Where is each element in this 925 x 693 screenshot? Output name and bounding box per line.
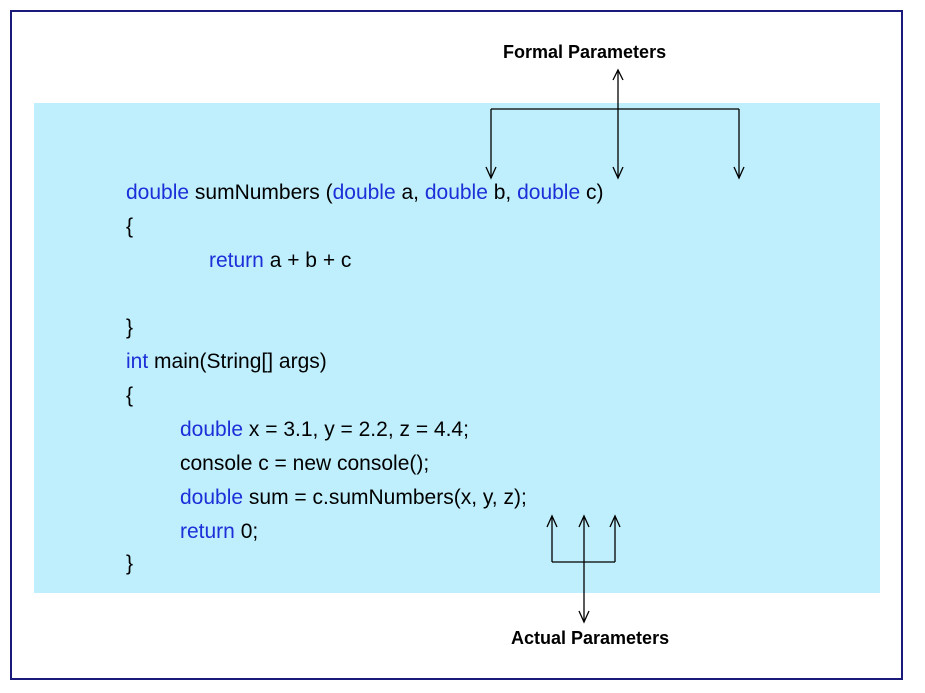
formal-arrowhead-c [733,166,745,180]
code-line-return-sum: return a + b + c [209,249,351,273]
actual-arrowhead-z [609,514,621,528]
code-line-method-call: double sum = c.sumNumbers(x, y, z); [180,486,527,510]
keyword: double [517,181,581,204]
code-line-variable-declaration: double x = 3.1, y = 2.2, z = 4.4; [180,418,469,442]
code-text: main(String[] args) [148,350,327,373]
code-text: sumNumbers ( [189,181,333,204]
code-text: 0; [234,520,259,543]
keyword: return [180,520,235,543]
formal-parameters-label: Formal Parameters [503,42,667,62]
formal-arrowhead-a [485,166,497,180]
code-text: c) [580,181,604,204]
actual-parameters-label: Actual Parameters [511,628,670,648]
keyword: double [126,181,190,204]
code-line-return-zero: return 0; [180,520,258,544]
code-text: b, [487,181,518,204]
actual-arrowhead-x [546,514,558,528]
code-text: console c = new console(); [180,452,430,475]
formal-up-arrowhead [612,68,624,81]
code-text: { [126,384,134,407]
keyword: double [180,486,244,509]
actual-down-arrowhead [578,610,590,624]
code-text: } [126,316,134,339]
code-line-close-brace: } [126,316,133,340]
code-line-method-signature: double sumNumbers (double a, double b, d… [126,181,603,205]
keyword: double [424,181,488,204]
code-text: { [126,215,134,238]
code-line-main-signature: int main(String[] args) [126,350,327,374]
code-text: sum = c.sumNumbers(x, y, z); [243,486,527,509]
code-text: a + b + c [263,249,352,272]
keyword: int [126,350,149,373]
code-line-open-brace: { [126,215,133,239]
keyword: return [209,249,264,272]
keyword: double [332,181,396,204]
formal-arrowhead-b [612,166,624,180]
actual-arrowhead-y [578,514,590,528]
code-line-console-instance: console c = new console(); [180,452,429,476]
code-text: x = 3.1, y = 2.2, z = 4.4; [243,418,469,441]
code-line-open-brace: { [126,384,133,408]
code-text: a, [395,181,425,204]
keyword: double [180,418,244,441]
code-line-close-brace: } [126,552,133,576]
code-panel [34,103,880,593]
code-text: } [126,552,134,575]
